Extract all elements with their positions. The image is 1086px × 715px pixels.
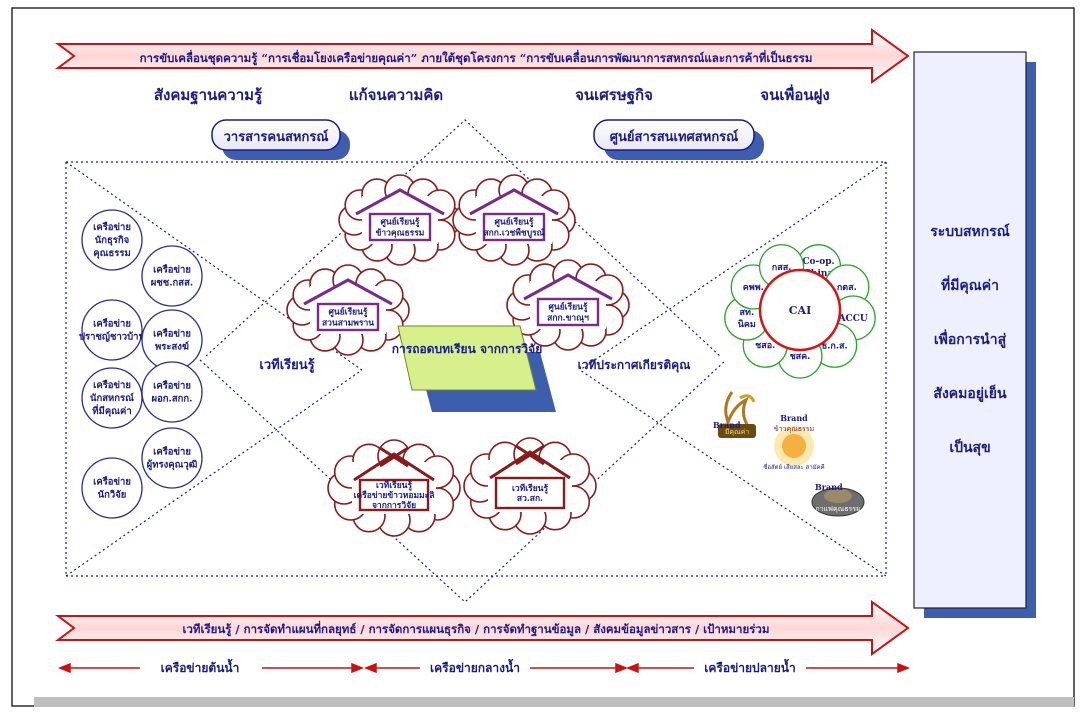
network-circle: เครือข่ายปราชญ์ชาวบ้าน — [79, 299, 145, 361]
left-stage-label: เวทีเรียนรู้ — [259, 357, 314, 373]
learning-center-house: ศูนย์เรียนรู้สวนสามพราน — [286, 264, 410, 356]
petal-label: สท.นิคม — [737, 308, 755, 330]
svg-text:เพื่อการนำสู่: เพื่อการนำสู่ — [934, 329, 1007, 348]
flower-center: CAI — [758, 268, 842, 352]
network-circle: เครือข่ายพระสงฆ์ — [141, 309, 203, 371]
right-summary-panel: ระบบสหกรณ์ ที่มีคุณค่า เพื่อการนำสู่ สัง… — [913, 51, 1036, 618]
petal-label: กสส. — [772, 263, 792, 273]
network-circle-label: เครือข่ายปราชญ์ชาวบ้าน — [79, 318, 145, 343]
network-circle: เครือข่ายนักสหกรณ์ที่มีคุณค่า — [81, 367, 143, 429]
learning-stage-houses: เวทีเรียนรู้เครือข่ายข้าวหอมมะลิจากการวิ… — [327, 437, 597, 537]
brand-logo-1: Brand มีคุณค่า — [713, 391, 756, 438]
flower-center-label: CAI — [789, 304, 811, 317]
cai-partner-flower: Co-op.Chinaกตส.ACCUธ.ก.ส.ชสค.ชสอ.สท.นิคม… — [724, 244, 876, 379]
network-circle-label: เครือข่ายนักวิจัย — [93, 476, 131, 501]
house-label: ศูนย์เรียนรู้สกก.เวชพืชบูรณ์ — [483, 216, 544, 238]
stage-social-poverty: จนเพื่อนฝูง — [760, 84, 829, 105]
network-circle: เครือข่ายนักวิจัย — [81, 457, 143, 519]
brand-logo-2: Brand ข้าวคุณธรรม ซื่อสัตย์ เสียสละ สามั… — [763, 413, 824, 471]
bottom-arrow-text: เวทีเรียนรู้ / การจัดทำแผนที่กลยุทธ์ / ก… — [183, 620, 770, 637]
learning-center-house: ศูนย์เรียนรู้สกก.ขาณุฯ — [506, 259, 630, 351]
house-label: ศูนย์เรียนรู้สวนสามพราน — [322, 306, 374, 328]
learning-center-house: ศูนย์เรียนรู้สกก.เวชพืชบูรณ์ — [452, 174, 576, 266]
learning-center-house: ศูนย์เรียนรู้ข้าวคุณธรรม — [338, 174, 462, 266]
svg-text:สังคมอยู่เย็น: สังคมอยู่เย็น — [933, 384, 1007, 402]
svg-text:ซื่อสัตย์ เสียสละ สามัคคี: ซื่อสัตย์ เสียสละ สามัคคี — [763, 463, 824, 471]
network-downstream: เครือข่ายปลายน้ำ — [704, 658, 795, 675]
network-circle: เครือข่ายนักธุรกิจคุณธรรม — [81, 209, 143, 271]
svg-text:Brand: Brand — [815, 482, 843, 492]
top-arrow-text: การขับเคลื่อนชุดความรู้ “การเชื่อมโยงเคร… — [140, 49, 813, 66]
svg-text:ระบบสหกรณ์: ระบบสหกรณ์ — [930, 223, 1010, 240]
diagram-lines — [65, 119, 887, 603]
svg-text:การถอดบทเรียน จากการวิจัย: การถอดบทเรียน จากการวิจัย — [392, 342, 543, 356]
svg-text:เป็นสุข: เป็นสุข — [949, 438, 990, 456]
learning-center-houses: ศูนย์เรียนรู้ข้าวคุณธรรมศูนย์เรียนรู้สกก… — [286, 174, 630, 356]
network-circle-label: เครือข่ายผู้ทรงคุณวุฒิ — [147, 446, 198, 472]
petal-label: ACCU — [838, 314, 868, 324]
info-center-badge: ศูนย์สารสนเทศสหกรณ์ — [593, 119, 764, 160]
network-circle: เครือข่ายผอก.สกก. — [141, 361, 203, 423]
frame-shadow — [34, 697, 1074, 707]
svg-text:วารสารคนสหกรณ์: วารสารคนสหกรณ์ — [224, 129, 329, 145]
svg-text:มีคุณค่า: มีคุณค่า — [725, 428, 749, 436]
house-label: ศูนย์เรียนรู้ข้าวคุณธรรม — [376, 216, 425, 238]
brand-logo-3: Brand กาแฟคุณธรรม — [811, 482, 865, 517]
stage-mindset-poverty: แก้จนความคิด — [349, 86, 443, 104]
stage-house-label: เวทีเรียนรู้เครือข่ายข้าวหอมมะลิจากการวิ… — [354, 480, 435, 511]
svg-text:Brand: Brand — [713, 420, 741, 430]
brand-logos: Brand มีคุณค่า Brand ข้าวคุณธรรม ซื่อสัต… — [713, 391, 865, 517]
network-circle-label: เครือข่ายผอก.สกก. — [152, 380, 193, 405]
network-circle-label: เครือข่ายนักสหกรณ์ที่มีคุณค่า — [90, 379, 134, 417]
network-midstream: เครือข่ายกลางน้ำ — [430, 658, 520, 675]
journal-badge: วารสารคนสหกรณ์ — [211, 119, 350, 160]
lessons-learned-box: การถอดบทเรียน จากการวิจัย — [392, 325, 556, 412]
network-circle-label: เครือข่ายพระสงฆ์ — [153, 328, 191, 353]
svg-text:Brand: Brand — [780, 413, 808, 423]
learning-stage-house: เวทีเรียนรู้สว.สก. — [463, 437, 597, 535]
stage-economic-poverty: จนเศรษฐกิจ — [575, 86, 653, 105]
svg-text:กาแฟคุณธรรม: กาแฟคุณธรรม — [815, 505, 860, 513]
petal-label: ชสค. — [790, 352, 811, 362]
stage-house-label: เวทีเรียนรู้สว.สก. — [512, 483, 549, 504]
svg-text:ที่มีคุณค่า: ที่มีคุณค่า — [941, 275, 999, 294]
top-arrow: การขับเคลื่อนชุดความรู้ “การเชื่อมโยงเคร… — [55, 28, 910, 84]
petal-label: กตส. — [837, 283, 857, 293]
svg-text:ข้าวคุณธรรม: ข้าวคุณธรรม — [774, 425, 814, 433]
petal-label: ธ.ก.ส. — [822, 341, 848, 351]
petal-label: ชสอ. — [755, 341, 775, 351]
network-circle: เครือข่ายผู้ทรงคุณวุฒิ — [141, 427, 203, 489]
learning-stage-house: เวทีเรียนรู้เครือข่ายข้าวหอมมะลิจากการวิ… — [327, 439, 461, 537]
stage-knowledge-society: สังคมฐานความรู้ — [154, 86, 263, 105]
network-upstream: เครือข่ายต้นน้ำ — [161, 658, 240, 675]
left-network-circles: เครือข่ายนักธุรกิจคุณธรรมเครือข่ายผชช.กส… — [79, 209, 203, 519]
petal-label: คพพ. — [743, 283, 764, 293]
right-stage-label: เวทีประกาศเกียรติคุณ — [578, 358, 691, 373]
house-label: ศูนย์เรียนรู้สกก.ขาณุฯ — [547, 301, 589, 323]
network-circle-label: เครือข่ายนักธุรกิจคุณธรรม — [93, 221, 131, 259]
network-circle-label: เครือข่ายผชช.กสส. — [151, 264, 193, 289]
bottom-arrow: เวทีเรียนรู้ / การจัดทำแผนที่กลยุทธ์ / ก… — [55, 600, 910, 656]
svg-text:ศูนย์สารสนเทศสหกรณ์: ศูนย์สารสนเทศสหกรณ์ — [610, 129, 738, 145]
network-circle: เครือข่ายผชช.กสส. — [141, 245, 203, 307]
network-arrows — [57, 662, 911, 674]
